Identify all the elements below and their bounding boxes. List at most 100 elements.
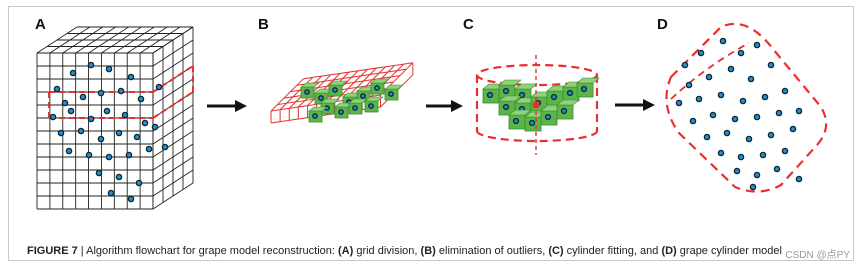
berry-point xyxy=(685,81,693,89)
green-voxel-top xyxy=(348,98,368,104)
green-voxel-top xyxy=(370,78,390,84)
berry-point xyxy=(753,113,761,121)
berry-point xyxy=(731,115,739,123)
berry-point xyxy=(49,113,57,121)
berry-point xyxy=(528,119,536,127)
berry-point xyxy=(703,133,711,141)
berry-point xyxy=(550,93,558,101)
berry-point xyxy=(502,103,510,111)
berry-point xyxy=(97,135,105,143)
caption-figure-number: FIGURE 7 xyxy=(27,245,78,257)
berry-point xyxy=(753,41,761,49)
berry-point xyxy=(747,75,755,83)
panel-d: D xyxy=(657,16,828,193)
panel-a-label: A xyxy=(35,16,46,33)
berry-point xyxy=(761,93,769,101)
green-voxel-top xyxy=(576,77,600,84)
berry-point xyxy=(332,87,338,93)
berry-point xyxy=(127,73,135,81)
berry-point xyxy=(77,127,85,135)
caption-text-d: grape cylinder model xyxy=(676,245,782,257)
panel-b: B xyxy=(258,16,414,124)
berry-point xyxy=(737,49,745,57)
berry-point xyxy=(69,69,77,77)
berry-point xyxy=(580,85,588,93)
berry-point xyxy=(717,149,725,157)
berry-point xyxy=(133,133,141,141)
berry-point xyxy=(115,129,123,137)
berry-point xyxy=(161,143,169,151)
berry-point xyxy=(789,125,797,133)
berry-point xyxy=(87,115,95,123)
berry-point xyxy=(544,113,552,121)
berry-point xyxy=(87,61,95,69)
caption-key-d: (D) xyxy=(661,245,677,257)
flowchart-figure: A B C xyxy=(35,16,828,210)
red-slice-edge xyxy=(152,65,194,93)
green-voxel-top xyxy=(508,109,532,116)
berry-point xyxy=(61,99,69,107)
berry-point xyxy=(749,183,757,191)
berry-point xyxy=(107,189,115,197)
berry-point xyxy=(137,95,145,103)
berry-points-a xyxy=(49,61,169,203)
berry-point xyxy=(338,109,344,115)
berry-point xyxy=(141,119,149,127)
caption-key-a: (A) xyxy=(338,245,354,257)
berry-point xyxy=(697,49,705,57)
green-voxel-top xyxy=(384,84,404,90)
berry-point xyxy=(689,117,697,125)
berry-point xyxy=(795,107,803,115)
berry-point xyxy=(767,61,775,69)
panel-c: C xyxy=(463,16,600,155)
berry-point xyxy=(733,167,741,175)
berry-point xyxy=(675,99,683,107)
berry-point xyxy=(312,113,318,119)
arrow-c-to-d xyxy=(615,99,655,111)
cylinder-model-outline xyxy=(665,22,828,193)
green-voxel-top xyxy=(514,83,538,90)
berry-point xyxy=(151,123,159,131)
caption-separator: | xyxy=(77,245,87,257)
berry-point xyxy=(115,173,123,181)
grid-line xyxy=(298,74,332,108)
berry-point xyxy=(388,91,394,97)
figure-caption: FIGURE 7 | Algorithm flowchart for grape… xyxy=(27,245,782,257)
green-voxel-top xyxy=(308,106,328,112)
arrow-a-to-b xyxy=(207,100,247,112)
green-voxel-top xyxy=(364,96,384,102)
berry-point xyxy=(560,107,568,115)
berry-point xyxy=(486,91,494,99)
berry-point xyxy=(117,87,125,95)
berry-point xyxy=(727,65,735,73)
berry-point xyxy=(695,95,703,103)
berry-point xyxy=(105,153,113,161)
berry-point xyxy=(145,145,153,153)
watermark: CSDN @点PY xyxy=(785,250,850,261)
berry-points-d xyxy=(675,37,803,191)
berry-point xyxy=(566,89,574,97)
green-voxel-top xyxy=(498,95,522,102)
green-voxel-top xyxy=(498,79,522,86)
panel-a: A xyxy=(35,16,194,210)
grid-line xyxy=(296,68,407,86)
berry-point xyxy=(709,111,717,119)
green-voxel-top xyxy=(320,98,340,104)
berry-point xyxy=(739,97,747,105)
berry-point xyxy=(781,147,789,155)
berry-point xyxy=(717,91,725,99)
red-slice-edge xyxy=(152,91,194,119)
berry-point xyxy=(775,109,783,117)
caption-key-c: (C) xyxy=(548,245,564,257)
berry-point xyxy=(95,169,103,177)
berry-point xyxy=(502,87,510,95)
caption-text-c: cylinder fitting, and xyxy=(563,245,662,257)
berry-point xyxy=(53,85,61,93)
berry-point xyxy=(67,107,75,115)
berry-point xyxy=(103,107,111,115)
berry-point xyxy=(719,37,727,45)
berry-point xyxy=(155,83,163,91)
figure-frame: A B C xyxy=(8,6,854,261)
fitted-cylinder xyxy=(475,63,599,143)
berry-point xyxy=(135,179,143,187)
